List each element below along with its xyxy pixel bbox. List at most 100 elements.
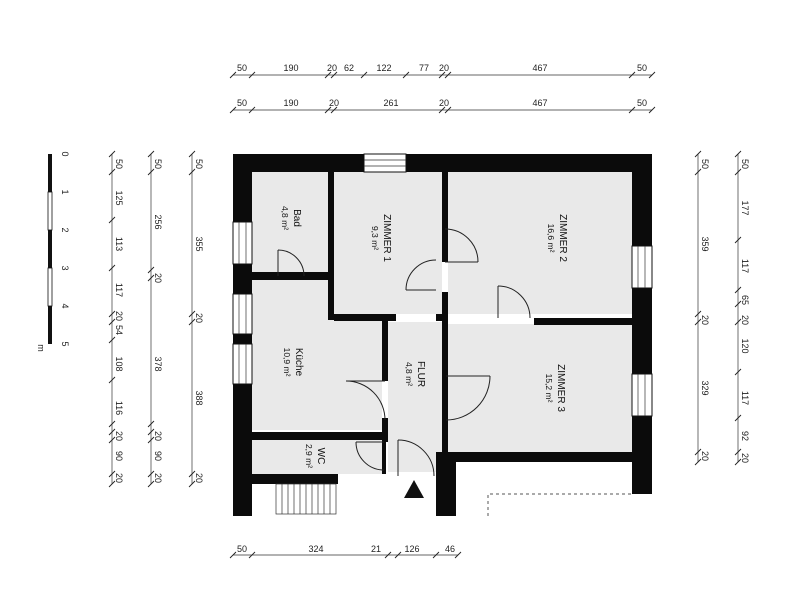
- dimension-tick: [324, 106, 332, 114]
- room-name-zimmer1: ZIMMER 1: [381, 214, 392, 262]
- dimension-tick: [394, 551, 402, 559]
- dimension-tick: [229, 106, 237, 114]
- dim-label: 20: [114, 431, 124, 441]
- dimension-tick: [444, 71, 452, 79]
- room-area-wc: 2,9 m²: [304, 444, 314, 468]
- dim-label: 116: [114, 401, 124, 415]
- dim-label: 46: [445, 544, 455, 554]
- scale-tick-label: 4: [60, 303, 70, 308]
- dim-label: 65: [740, 295, 750, 305]
- dim-label: 126: [404, 544, 419, 554]
- dim-label: 261: [383, 98, 398, 108]
- dimension-tick: [694, 168, 702, 176]
- room-area-flur: 4,8 m²: [404, 362, 414, 386]
- scale-tick-label: 1: [60, 189, 70, 194]
- dim-label: 20: [114, 473, 124, 483]
- dim-label: 20: [114, 311, 124, 321]
- dimension-tick: [108, 420, 116, 428]
- dimension-tick: [734, 448, 742, 456]
- dim-label: 329: [700, 380, 710, 395]
- floor-fills: [252, 172, 632, 474]
- dimension-tick: [188, 318, 196, 326]
- dim-label: 50: [237, 98, 247, 108]
- dimension-tick: [330, 106, 338, 114]
- dimension-tick: [108, 150, 116, 158]
- dim-label: 21: [371, 544, 381, 554]
- dim-label: 177: [740, 200, 750, 215]
- dimension-tick: [734, 368, 742, 376]
- entrance-arrow-icon: [404, 480, 424, 498]
- scale-tick-label: 5: [60, 341, 70, 346]
- dimension-tick: [108, 310, 116, 318]
- dimension-tick: [330, 71, 338, 79]
- dim-label: 190: [283, 63, 298, 73]
- dim-label: 117: [740, 391, 750, 405]
- dim-label: 50: [700, 159, 710, 169]
- terrace-outline: [487, 493, 632, 516]
- dim-label: 20: [153, 273, 163, 283]
- dim-label: 20: [194, 313, 204, 323]
- dim-label: 20: [153, 431, 163, 441]
- dimension-tick: [694, 458, 702, 466]
- dim-label: 108: [114, 356, 124, 371]
- windows: [232, 153, 653, 417]
- dim-label: 90: [153, 451, 163, 461]
- dim-label: 77: [419, 63, 429, 73]
- dim-label: 190: [283, 98, 298, 108]
- dim-label: 54: [114, 325, 124, 335]
- dimension-tick: [248, 71, 256, 79]
- dim-left-col-1: 50 125 113 117 20 54 108 116 20 90 20: [114, 159, 124, 483]
- dim-label: 388: [194, 390, 204, 405]
- scale-tick-label: 0: [60, 151, 70, 156]
- dimension-tick: [108, 336, 116, 344]
- room-name-zimmer2: ZIMMER 2: [557, 214, 568, 262]
- scale-bar: 0 1 2 3 4 5 m: [36, 151, 70, 351]
- room-name-flur: FLUR: [415, 361, 426, 387]
- dimension-tick: [108, 480, 116, 488]
- dim-label: 256: [153, 214, 163, 229]
- dimension-tick: [229, 551, 237, 559]
- dimension-tick: [188, 480, 196, 488]
- room-area-bad: 4,8 m²: [280, 206, 290, 230]
- dim-label: 20: [194, 473, 204, 483]
- dimension-tick: [628, 71, 636, 79]
- dimension-tick: [734, 236, 742, 244]
- dim-label: 50: [153, 159, 163, 169]
- dimension-tick: [108, 436, 116, 444]
- dim-top-row-1: 50 190 20 62 122 77 20 467 50: [237, 63, 647, 73]
- dim-label: 50: [637, 98, 647, 108]
- dimension-tick: [734, 458, 742, 466]
- room-name-zimmer3: ZIMMER 3: [555, 364, 566, 412]
- dimension-tick: [188, 310, 196, 318]
- dimension-tick: [384, 551, 392, 559]
- dim-label: 50: [194, 159, 204, 169]
- dim-label: 62: [344, 63, 354, 73]
- dimension-tick: [147, 436, 155, 444]
- dimension-tick: [108, 376, 116, 384]
- dim-label: 50: [637, 63, 647, 73]
- dim-label: 50: [237, 63, 247, 73]
- dimension-tick: [108, 168, 116, 176]
- room-area-kueche: 10,9 m²: [282, 348, 292, 377]
- dimension-tick: [734, 286, 742, 294]
- dim-label: 20: [740, 453, 750, 463]
- scale-unit: m: [36, 344, 46, 352]
- dim-label: 50: [740, 159, 750, 169]
- dimension-tick: [147, 168, 155, 176]
- dimension-tick: [734, 300, 742, 308]
- room-name-bad: Bad: [291, 209, 302, 227]
- dim-label: 467: [532, 63, 547, 73]
- dimension-tick: [438, 71, 446, 79]
- dimension-tick: [147, 428, 155, 436]
- dimension-tick: [188, 470, 196, 478]
- room-labels: Bad 4,8 m² ZIMMER 1 9,3 m² ZIMMER 2 16,6…: [280, 206, 568, 468]
- dim-label: 20: [439, 98, 449, 108]
- dim-right-col-1: 50 359 20 329 20: [700, 159, 710, 461]
- dim-label: 20: [700, 451, 710, 461]
- dimension-tick: [438, 106, 446, 114]
- dimension-tick: [628, 106, 636, 114]
- dimension-tick: [360, 71, 368, 79]
- dimension-tick: [454, 551, 462, 559]
- dimension-tick: [432, 551, 440, 559]
